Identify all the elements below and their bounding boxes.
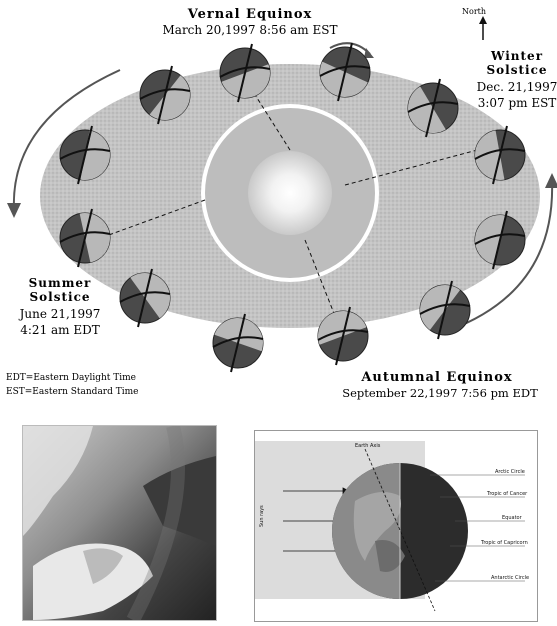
- autumn-title: Autumnal Equinox: [360, 370, 512, 385]
- summer-date-1: June 21,1997: [18, 307, 101, 321]
- earth-globes: [59, 42, 526, 373]
- orbit-arrow-right: [449, 179, 554, 331]
- earth-tilt-figure: Earth Axis Sun rays Arctic Circle Tropic…: [254, 430, 538, 622]
- earth-globe: [212, 313, 264, 373]
- earth-globe: [474, 210, 526, 270]
- summer-title-2: Solstice: [29, 290, 90, 304]
- winter-title-1: Winter: [490, 49, 543, 63]
- earth-globe: [317, 306, 369, 366]
- earth-globe: [139, 65, 191, 125]
- orbit-arrow-left: [12, 69, 121, 211]
- sun-rays-label: Sun rays: [259, 505, 265, 527]
- legend-edt: EDT=Eastern Daylight Time: [6, 373, 136, 383]
- vernal-line: [251, 89, 291, 151]
- summer-date-2: 4:21 am EDT: [20, 323, 100, 337]
- earth-globe: [59, 208, 111, 268]
- summer-line: [94, 199, 206, 241]
- winter-date-2: 3:07 pm EST: [478, 96, 557, 110]
- summer-title-1: Summer: [29, 276, 92, 290]
- antarctic-circle-label: Antarctic Circle: [491, 575, 530, 581]
- north-arrowhead: [479, 16, 487, 24]
- earth-globe: [474, 125, 526, 185]
- orbit-arrowhead-right: [545, 173, 557, 188]
- earth-globe: [407, 78, 459, 138]
- tropic-capricorn-label: Tropic of Capricorn: [481, 540, 528, 546]
- arctic-circle-label: Arctic Circle: [495, 469, 525, 475]
- earth-globe: [119, 268, 171, 328]
- vernal-title: Vernal Equinox: [187, 7, 313, 22]
- legend-est: EST=Eastern Standard Time: [6, 387, 138, 397]
- winter-title-2: Solstice: [486, 63, 547, 77]
- earth-globe: [319, 42, 371, 102]
- equator-label: Equator: [502, 515, 522, 521]
- orbit-diagram: Vernal Equinox March 20,1997 8:56 am EST…: [6, 7, 557, 400]
- autumn-date: September 22,1997 7:56 pm EDT: [342, 386, 538, 400]
- vernal-date: March 20,1997 8:56 am EST: [163, 23, 338, 37]
- earth-globe: [219, 43, 271, 103]
- earth-globe: [59, 125, 111, 185]
- winter-line: [344, 147, 486, 186]
- north-label: North: [462, 7, 486, 16]
- earth-axis-label: Earth Axis: [355, 443, 381, 449]
- winter-date-1: Dec. 21,1997: [477, 80, 557, 94]
- tropic-cancer-label: Tropic of Cancer: [487, 491, 528, 497]
- orbit-arrowhead-left: [7, 203, 21, 218]
- sun-glow: [248, 151, 332, 235]
- spin-arrowhead: [364, 48, 374, 58]
- earth-photo-terminator: [22, 425, 217, 621]
- earth-globe: [419, 280, 471, 340]
